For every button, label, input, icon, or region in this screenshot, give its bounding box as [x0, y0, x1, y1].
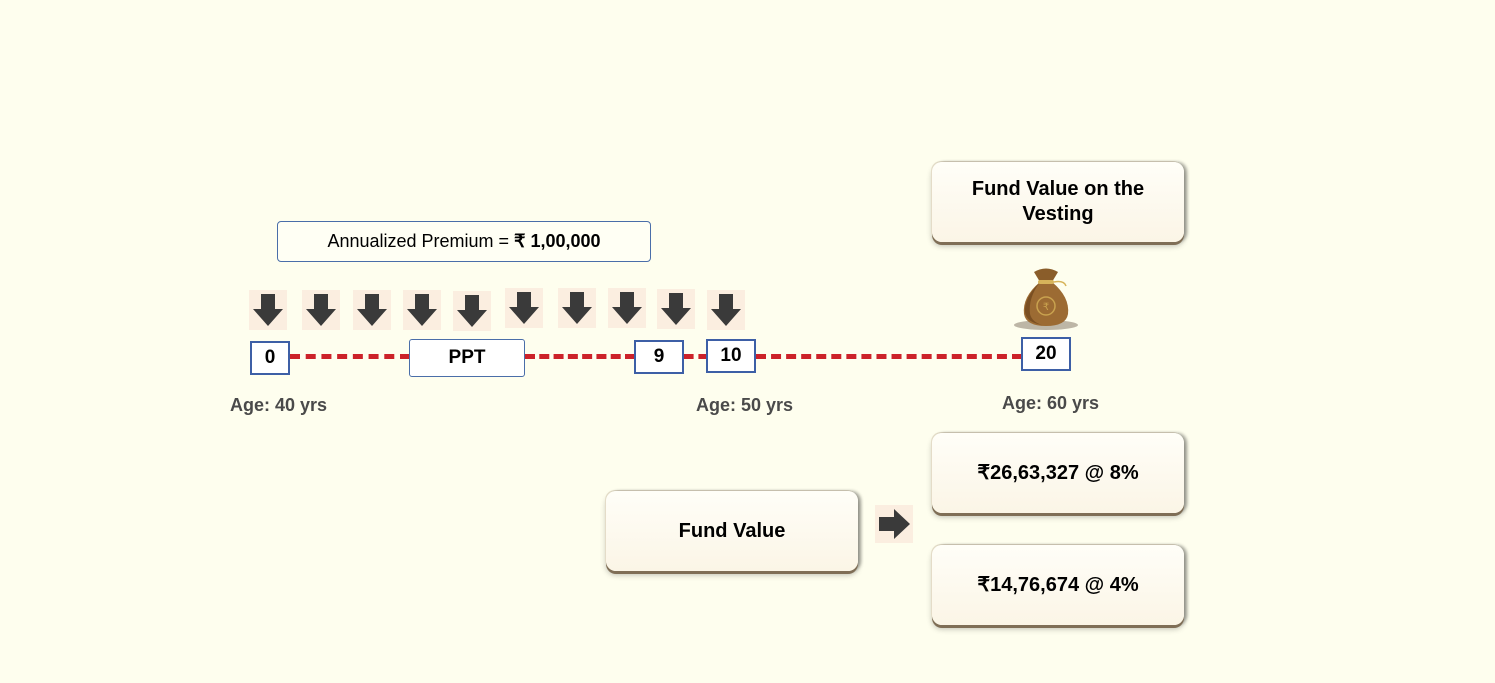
annualized-premium-box: Annualized Premium = ₹ 1,00,000 [277, 221, 651, 262]
timeline-dash [756, 354, 1022, 359]
down-arrow-icon [403, 290, 441, 330]
down-arrow-icon [707, 290, 745, 330]
down-arrow-icon [302, 290, 340, 330]
down-arrow-icon [249, 290, 287, 330]
fund-value-card: Fund Value [606, 491, 858, 571]
year-marker-mid: 10 [706, 339, 756, 373]
age-mid: Age: 50 yrs [696, 395, 794, 415]
premium-amount: ₹ 1,00,000 [514, 231, 601, 251]
down-arrow-icon [558, 288, 596, 328]
down-arrow-icon [453, 291, 491, 331]
down-arrow-icon [608, 288, 646, 328]
ppt-label-box: PPT [409, 339, 525, 377]
year-marker-start: 0 [250, 341, 290, 375]
timeline-dash [290, 354, 410, 359]
age-vesting: Age: 60 yrs [1002, 393, 1100, 413]
fund-result-4-percent: ₹14,76,674 @ 4% [932, 545, 1184, 625]
fund-result-text: ₹26,63,327 @ 8% [977, 461, 1139, 484]
year-marker-vesting: 20 [1021, 337, 1071, 371]
year-marker-ppt-end: 9 [634, 340, 684, 374]
age-start: Age: 40 yrs [230, 395, 328, 415]
down-arrow-icon [505, 288, 543, 328]
money-bag-icon: ₹ [1012, 262, 1080, 337]
right-arrow-icon [875, 505, 913, 543]
down-arrow-icon [657, 289, 695, 329]
premium-label: Annualized Premium = [327, 231, 510, 251]
timeline-dash [525, 354, 635, 359]
down-arrow-icon [353, 290, 391, 330]
fund-result-text: ₹14,76,674 @ 4% [977, 573, 1139, 596]
fund-result-8-percent: ₹26,63,327 @ 8% [932, 433, 1184, 513]
vesting-card: Fund Value on the Vesting [932, 162, 1184, 242]
vesting-label: Fund Value on the Vesting [971, 178, 1145, 225]
timeline-dash [684, 354, 708, 359]
fund-value-label: Fund Value [678, 519, 786, 542]
svg-text:₹: ₹ [1043, 302, 1049, 313]
